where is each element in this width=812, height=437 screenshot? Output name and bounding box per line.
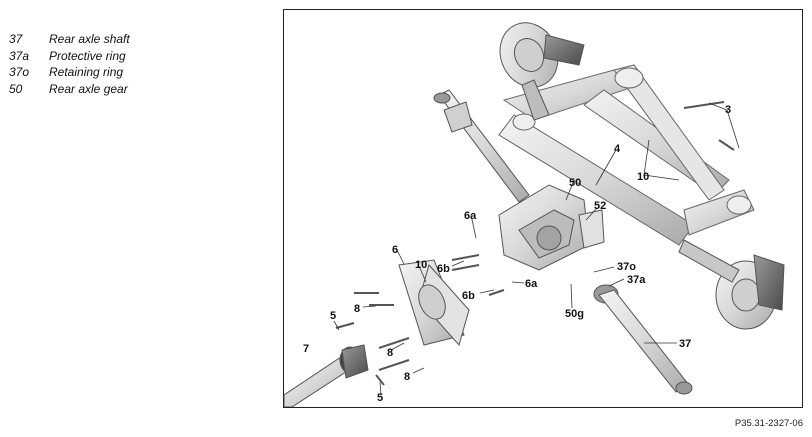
callout-50: 50 xyxy=(569,177,581,189)
rear-axle-gear-bracket xyxy=(398,259,470,347)
callout-8: 8 xyxy=(354,303,360,315)
callout-37a: 37a xyxy=(627,274,646,286)
callout-4: 4 xyxy=(614,143,621,155)
bolts xyxy=(335,101,735,386)
propeller-shaft xyxy=(284,344,369,407)
rear-axle-shaft-upper xyxy=(433,89,530,203)
exploded-diagram: 3 4 10 50 52 6a 6b 6 10 8 5 7 8 8 5 6b 6… xyxy=(284,22,785,407)
callout-37: 37 xyxy=(679,338,691,350)
rear-axle-shaft-lower xyxy=(593,284,693,395)
callout-10: 10 xyxy=(415,259,427,271)
legend-label: Protective ring xyxy=(49,48,126,63)
callout-6: 6 xyxy=(392,244,398,256)
legend: 37 Rear axle shaft 37a Protective ring 3… xyxy=(9,31,130,97)
upper-wheel-hub xyxy=(499,22,585,121)
callout-6a: 6a xyxy=(464,210,477,222)
exploded-diagram-frame: 3 4 10 50 52 6a 6b 6 10 8 5 7 8 8 5 6b 6… xyxy=(283,9,803,408)
legend-row: 37o Retaining ring xyxy=(9,64,130,81)
callout-52: 52 xyxy=(594,200,606,212)
legend-label: Retaining ring xyxy=(49,65,124,79)
callout-6b: 6b xyxy=(462,290,475,302)
legend-row: 37a Protective ring xyxy=(9,48,130,65)
legend-code: 37 xyxy=(9,32,23,46)
legend-label: Rear axle shaft xyxy=(49,32,130,46)
callout-5: 5 xyxy=(377,392,383,404)
lower-wheel-hub xyxy=(678,239,785,330)
legend-code: 50 xyxy=(9,81,23,96)
callout-6b: 6b xyxy=(437,263,450,275)
callout-5: 5 xyxy=(330,310,336,322)
callout-7: 7 xyxy=(303,343,309,355)
callout-3: 3 xyxy=(725,104,731,116)
rear-axle-gear xyxy=(498,184,605,271)
legend-label: Rear axle gear xyxy=(49,81,128,96)
callout-10: 10 xyxy=(637,171,649,183)
rear-axle-carrier xyxy=(498,64,755,246)
legend-row: 50 Rear axle gear xyxy=(9,81,130,98)
callout-6a: 6a xyxy=(525,278,538,290)
callout-37o: 37o xyxy=(617,261,636,273)
figure-reference: P35.31-2327-06 xyxy=(734,418,803,429)
legend-code: 37a xyxy=(9,48,30,63)
legend-code: 37o xyxy=(9,65,30,79)
callout-50g: 50g xyxy=(565,308,584,320)
legend-row: 37 Rear axle shaft xyxy=(9,31,130,48)
callout-8: 8 xyxy=(404,371,410,383)
leader-lines xyxy=(333,102,740,396)
callout-8: 8 xyxy=(387,347,393,359)
